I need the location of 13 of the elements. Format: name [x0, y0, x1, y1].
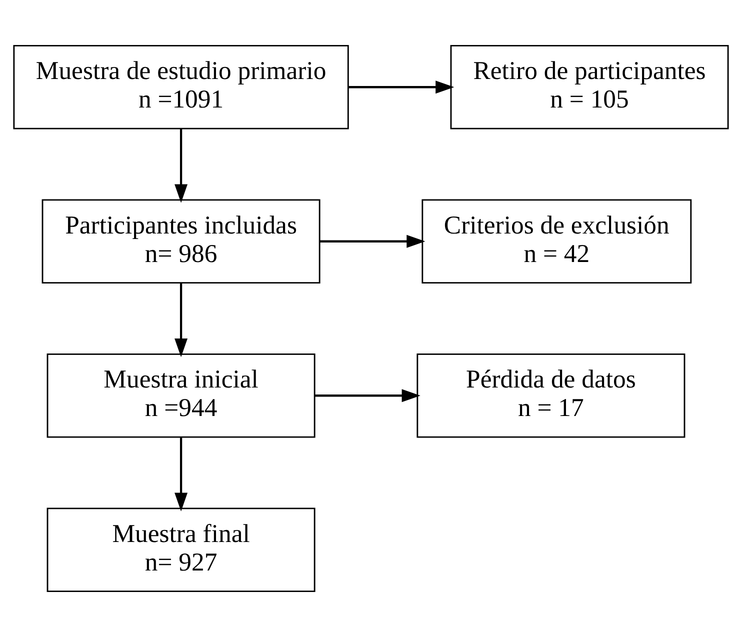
arrow: [348, 80, 454, 94]
arrow: [174, 282, 188, 357]
node-box: Participantes incluidas n= 986: [42, 198, 320, 283]
node-box: Muestra inicial n =944: [46, 353, 316, 438]
arrow: [174, 436, 188, 511]
arrow: [320, 234, 426, 248]
arrow: [314, 388, 420, 402]
node-box: Muestra final n= 927: [46, 507, 316, 592]
node-box: Criterios de exclusión n = 42: [422, 198, 692, 283]
node-box: Muestra de estudio primario n =1091: [13, 44, 349, 129]
node-box: Pérdida de datos n = 17: [416, 353, 686, 438]
node-box: Retiro de participantes n = 105: [450, 44, 729, 129]
arrow: [174, 128, 188, 202]
